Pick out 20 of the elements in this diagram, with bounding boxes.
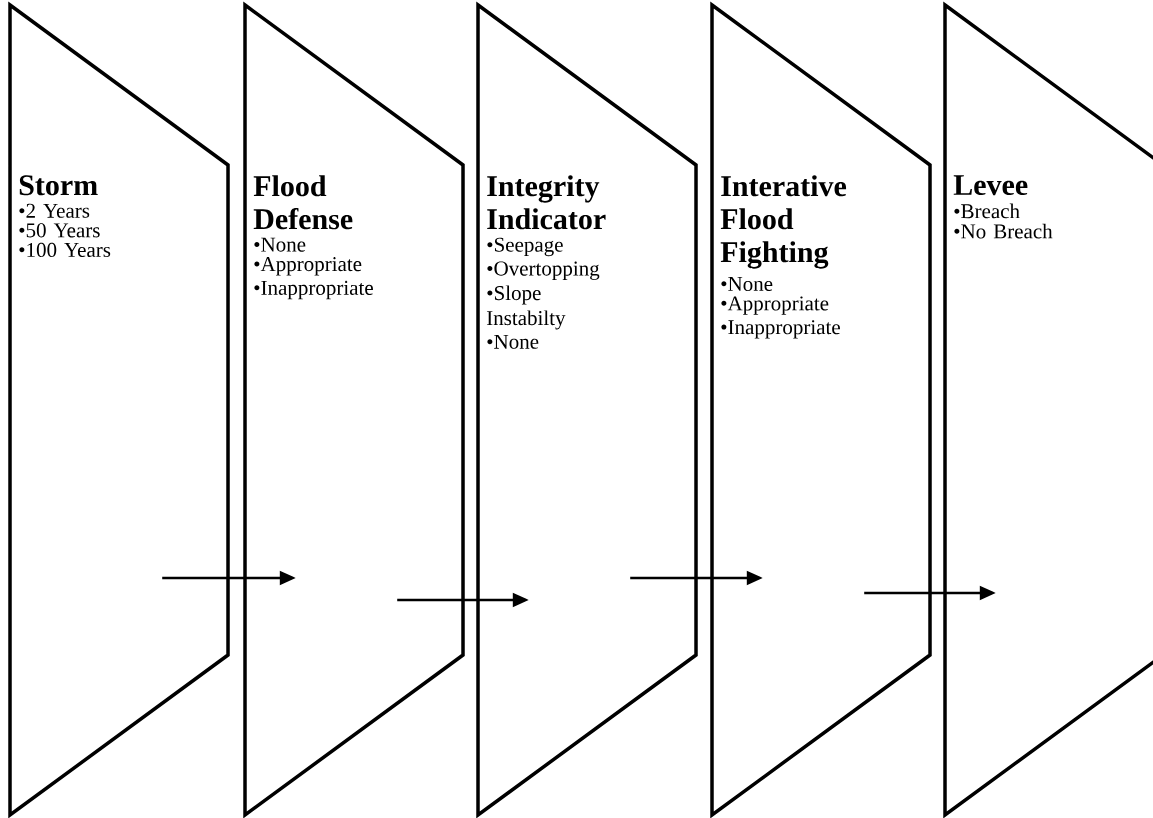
list-item: •Seepage (487, 237, 563, 257)
list-item: •Appropriate (254, 257, 362, 276)
list-item: •None (721, 277, 773, 291)
list-item: •Overtopping (487, 261, 600, 280)
list-item: •Inappropriate (254, 280, 373, 300)
heading: Flood Defense (253, 175, 353, 230)
list-item: •Breach (954, 203, 1020, 219)
list-item: •Inappropriate (721, 320, 840, 339)
heading: Integrity Indicator (487, 175, 606, 230)
list-item: •No Breach (954, 223, 1053, 239)
heading: Storm (19, 175, 98, 196)
list-item: •None (254, 237, 306, 252)
list-item: •None (487, 334, 539, 349)
list-item: •50 Years (19, 223, 100, 238)
list-item: •Slope Instabilty (486, 285, 566, 330)
heading: Levee (953, 175, 1028, 196)
heading: Interative Flood Fighting (720, 175, 847, 269)
list-item: •100 Years (19, 242, 111, 257)
list-item: •Appropriate (721, 296, 829, 315)
list-item: •2 Years (19, 203, 90, 218)
